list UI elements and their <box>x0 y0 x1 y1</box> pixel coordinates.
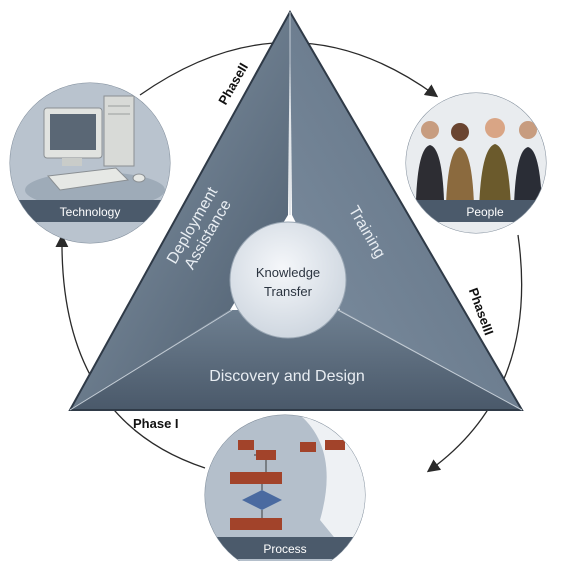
triangle: Knowledge Transfer Deployment Assistance… <box>68 9 524 411</box>
section-bottom-label: Discovery and Design <box>209 368 365 385</box>
people-node: People <box>405 92 547 234</box>
center-circle <box>229 221 347 339</box>
technology-node: Technology <box>9 82 171 244</box>
people-caption-bar <box>406 200 546 222</box>
computer-icon <box>43 95 146 191</box>
technology-caption-bar <box>10 200 170 222</box>
arrow-right <box>426 234 523 473</box>
people-photo <box>416 118 542 210</box>
section-bottom <box>70 310 522 410</box>
phase1-label: Phase I <box>133 416 179 431</box>
process-caption-bar <box>205 537 365 559</box>
people-label: People <box>466 205 504 219</box>
technology-label: Technology <box>60 205 121 219</box>
center-label-line1: Knowledge <box>256 265 320 280</box>
center-label-line2: Transfer <box>264 284 313 299</box>
process-label: Process <box>263 542 306 556</box>
flowchart-icon <box>230 440 345 530</box>
process-node: Process <box>204 414 366 561</box>
